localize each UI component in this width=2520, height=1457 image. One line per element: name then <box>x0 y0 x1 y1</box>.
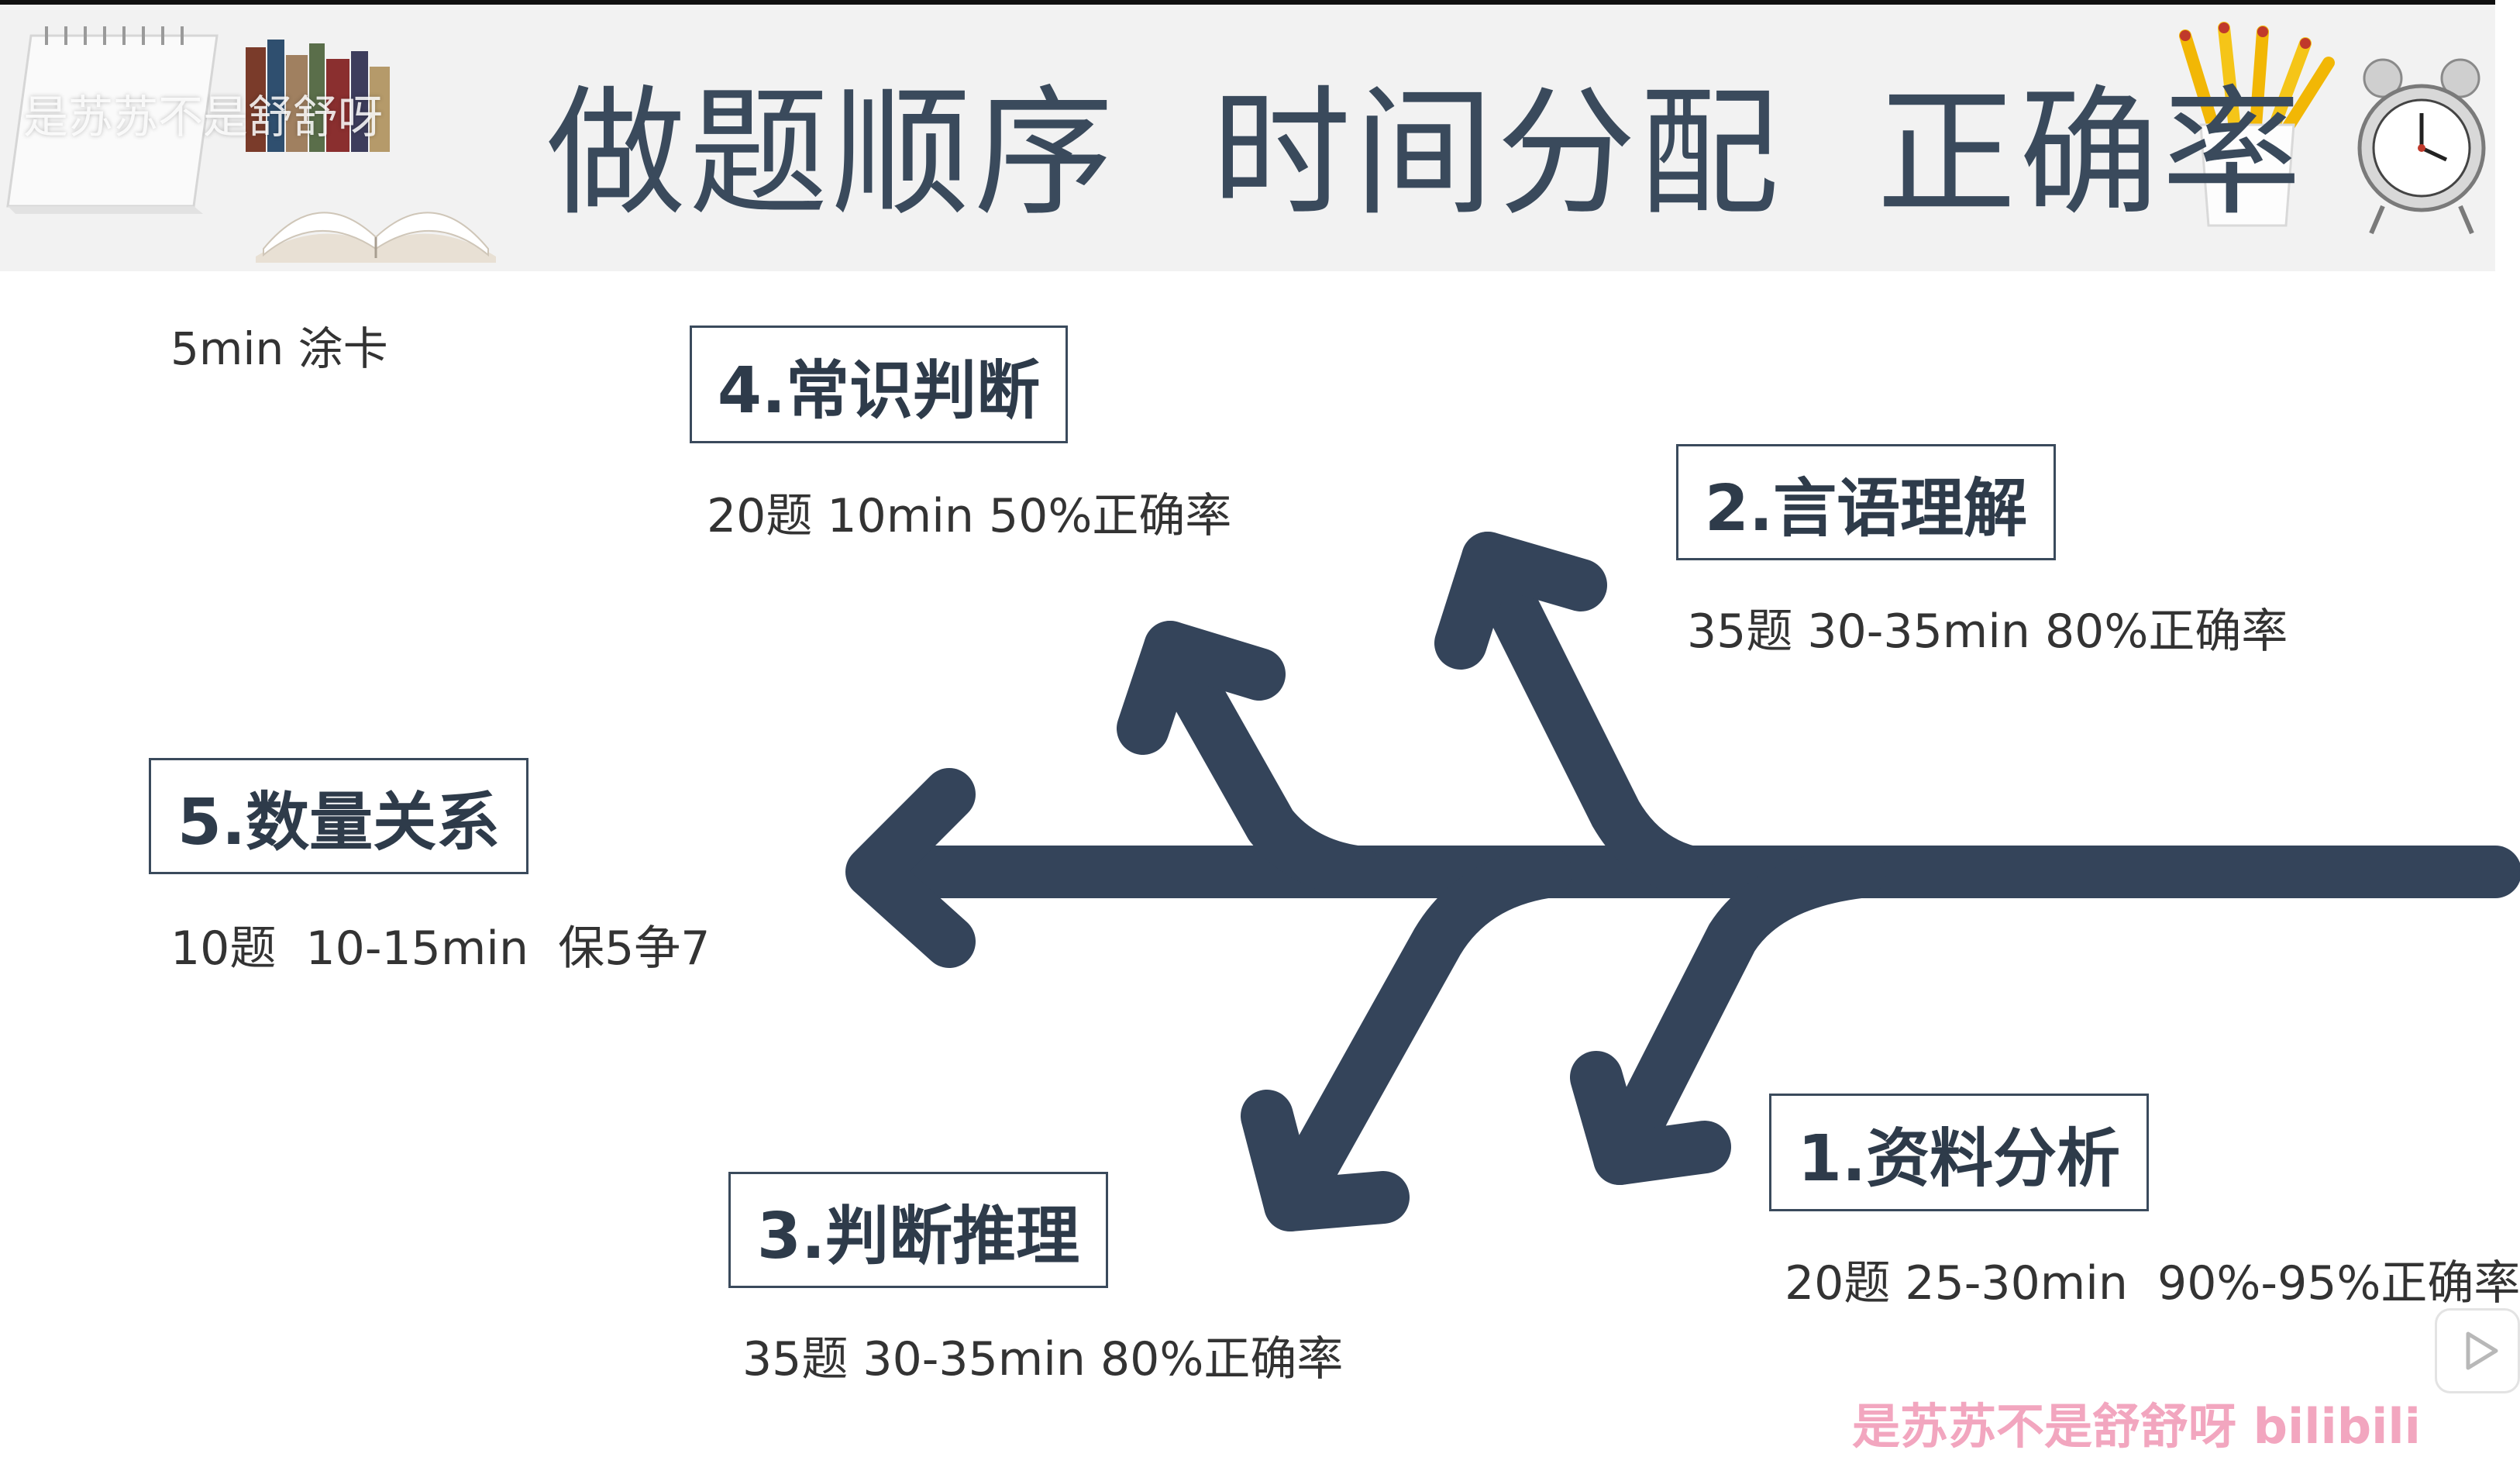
step-stats-4: 20题 10min 50%正确率 <box>707 489 1232 543</box>
open-book-icon <box>256 212 496 263</box>
branch-arrow-3 <box>1264 846 1572 1231</box>
step-box-1: 1.资料分析 <box>1769 1094 2149 1211</box>
branch-arrowhead-4 <box>1117 621 1286 755</box>
alarm-clock-icon <box>2357 58 2486 235</box>
step-box-4: 4.常识判断 <box>690 326 1068 443</box>
books-icon <box>246 40 390 152</box>
step-stats-5: 10题 10-15min 保5争7 <box>170 921 711 976</box>
step-box-2: 2.言语理解 <box>1676 444 2056 560</box>
branch-arrow-2 <box>1461 532 1716 898</box>
step-stats-2: 35题 30-35min 80%正确率 <box>1687 604 2288 659</box>
step-label-1: 1.资料分析 <box>1797 1121 2121 1196</box>
step-stats-1: 20题 25-30min 90%-95%正确率 <box>1785 1256 2520 1311</box>
branch-arrowhead-1 <box>1570 1051 1731 1185</box>
branch-arrowhead-2 <box>1434 532 1607 670</box>
step-stats-3: 35题 30-35min 80%正确率 <box>742 1332 1344 1386</box>
branch-arrow-4 <box>1144 621 1382 898</box>
top-edge <box>0 0 2495 5</box>
step-label-5: 5.数量关系 <box>177 785 501 859</box>
step-box-3: 3.判断推理 <box>728 1172 1108 1288</box>
pencil-cup-icon <box>2179 22 2335 227</box>
branch-arrowhead-3 <box>1241 1090 1410 1231</box>
step-box-5: 5.数量关系 <box>149 758 528 874</box>
step-label-4: 4.常识判断 <box>717 353 1041 428</box>
watermark-bottom: 是苏苏不是舒舒呀 bilibili <box>1852 1398 2421 1455</box>
slide-title: 做题顺序 时间分配 正确率 <box>546 73 2305 235</box>
branch-arrow-1 <box>1593 846 1886 1185</box>
play-icon <box>2466 1331 2498 1370</box>
step-label-3: 3.判断推理 <box>756 1199 1080 1273</box>
notebook-icon <box>6 26 219 214</box>
watermark-top: 是苏苏不是舒舒呀 <box>23 91 384 143</box>
fill-card-note: 5min 涂卡 <box>170 322 388 375</box>
slide-header: 是苏苏不是舒舒呀 做题顺序 时间分配 正确率 <box>0 5 2495 271</box>
step-label-2: 2.言语理解 <box>1704 471 2028 546</box>
spine-arrowhead <box>845 768 976 968</box>
play-button[interactable] <box>2435 1308 2520 1393</box>
